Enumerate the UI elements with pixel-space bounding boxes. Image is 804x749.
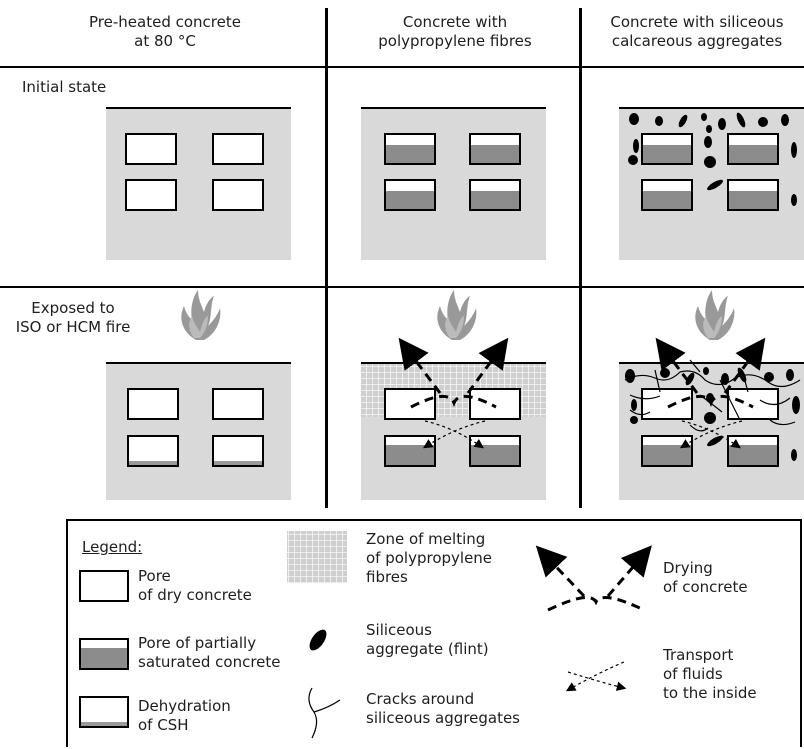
- column-header-preheated: Pre-heated concrete at 80 °C: [89, 13, 241, 50]
- panel-exposed-aggregates: [619, 290, 804, 500]
- panel-exposed-preheated: [106, 290, 291, 500]
- grid-divider-2: [579, 8, 582, 508]
- column-header-fibres: Concrete with polypropylene fibres: [378, 13, 532, 50]
- legend-label-pore-saturated: Pore of partially saturated concrete: [138, 634, 281, 671]
- grid-header-divider: [0, 66, 804, 68]
- grid-divider-1: [325, 8, 328, 508]
- legend-label-siliceous-aggregate: Siliceous aggregate (flint): [366, 621, 489, 658]
- legend-box: [66, 519, 802, 747]
- legend-title: Legend:: [82, 538, 143, 556]
- column-header-aggregates: Concrete with siliceous calcareous aggre…: [610, 13, 784, 50]
- row-label-exposed: Exposed to ISO or HCM fire: [15, 299, 131, 336]
- panel-initial-fibres: [361, 107, 546, 260]
- panel-initial-aggregates: [619, 107, 804, 260]
- grid-row-divider: [0, 286, 804, 288]
- legend-label-drying: Drying of concrete: [663, 559, 748, 596]
- legend-symbols: [79, 531, 652, 739]
- row-label-initial: Initial state: [22, 78, 107, 96]
- legend-label-pore-dry: Pore of dry concrete: [138, 567, 252, 604]
- panel-initial-preheated: [106, 107, 291, 260]
- legend-label-transport: Transport of fluids to the inside: [663, 646, 757, 702]
- panel-exposed-fibres: [361, 290, 546, 500]
- legend-label-melting-zone: Zone of melting of polypropylene fibres: [366, 530, 493, 586]
- legend-label-dehydration: Dehydration of CSH: [138, 697, 231, 734]
- legend-label-cracks: Cracks around siliceous aggregates: [366, 690, 520, 727]
